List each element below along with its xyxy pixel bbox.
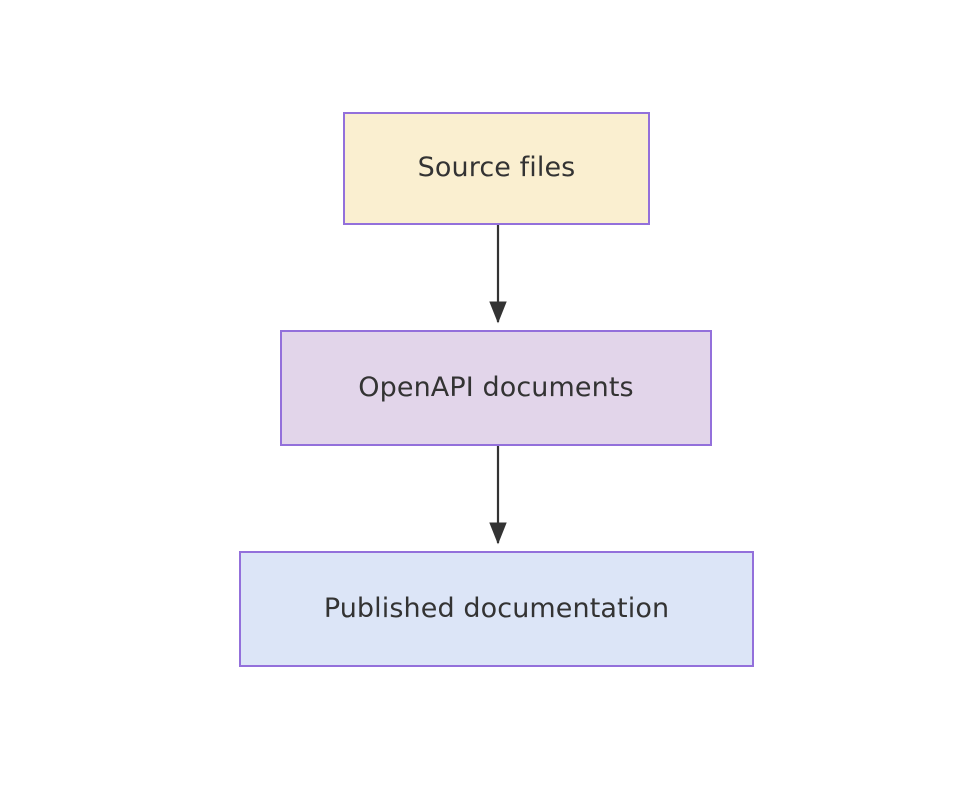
node-openapi-documents-label: OpenAPI documents <box>358 371 634 403</box>
node-source-files[interactable]: Source files <box>343 112 650 225</box>
node-published-documentation-label: Published documentation <box>323 592 670 624</box>
node-source-files-label: Source files <box>417 152 576 184</box>
node-openapi-documents[interactable]: OpenAPI documents <box>280 330 712 446</box>
node-published-documentation[interactable]: Published documentation <box>239 551 754 667</box>
